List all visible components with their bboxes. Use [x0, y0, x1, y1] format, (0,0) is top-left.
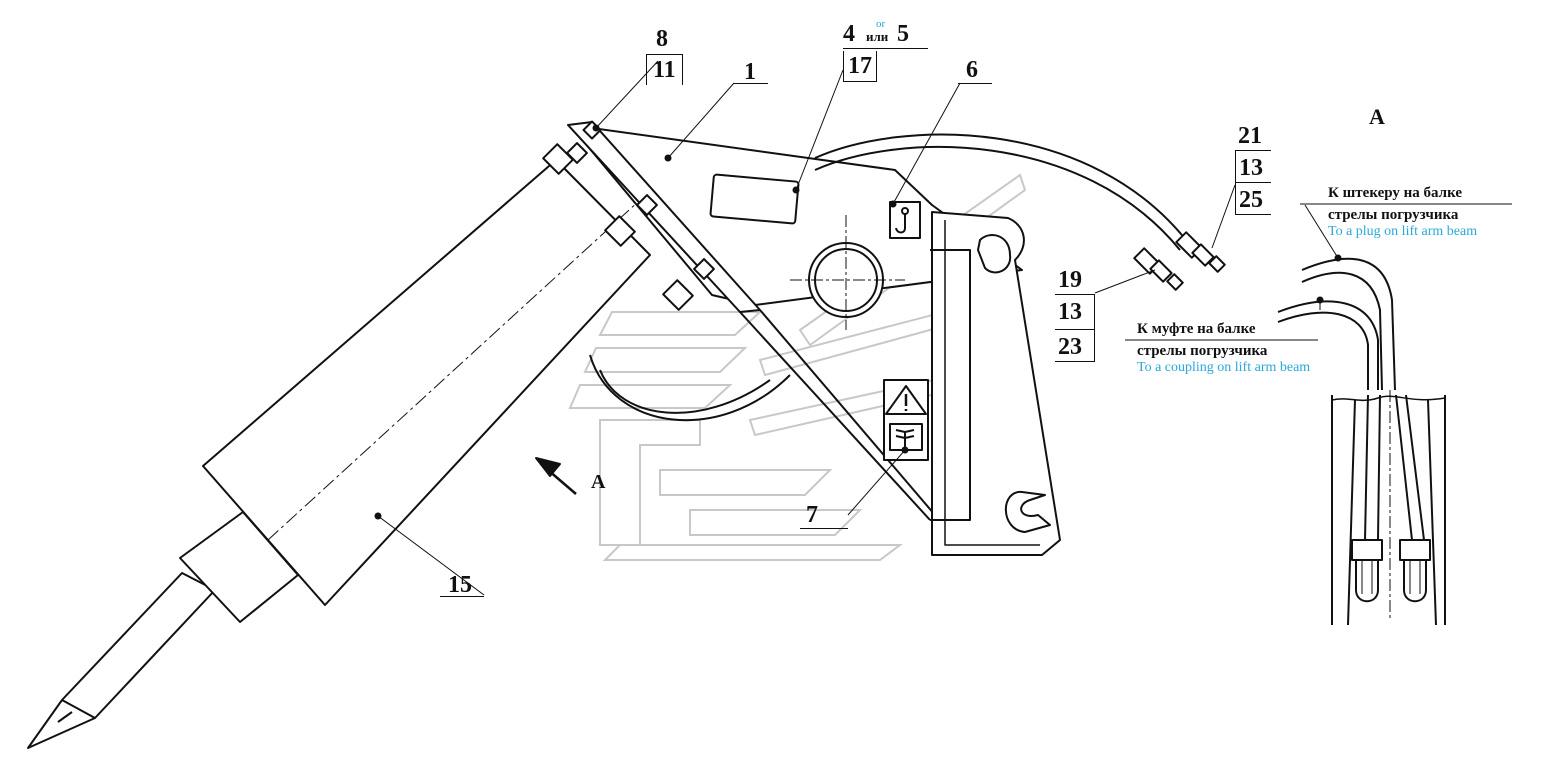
callout-17: 17 [843, 51, 877, 82]
body-centerline [267, 199, 641, 541]
detail-view-a [1277, 257, 1446, 626]
callout-8: 8 [656, 26, 668, 52]
callout-group-21: 21 13 25 [1235, 122, 1271, 215]
callout-or-ru: или [866, 29, 889, 44]
callout-6-line [958, 83, 992, 84]
quick-coupler-frame [930, 211, 1061, 556]
section-view-label: A [1369, 104, 1385, 129]
plug-note-en: To a plug on lift arm beam [1328, 224, 1478, 239]
coupling-note-ru-2: стрелы погрузчика [1137, 343, 1268, 359]
coupling-note-en: To a coupling on lift arm beam [1137, 360, 1311, 375]
warning-triangle-icon [885, 385, 927, 415]
view-arrow-label: A [591, 471, 606, 493]
coupling-note-ru-1: К муфте на балке [1137, 321, 1256, 337]
mounting-bolts [542, 120, 715, 311]
plug-note-ru-2: стрелы погрузчика [1328, 207, 1459, 223]
nameplate [709, 173, 800, 225]
callout-1: 1 [744, 59, 756, 85]
callout-6: 6 [966, 57, 978, 83]
callout-or-en: or [876, 18, 886, 30]
hydraulic-hoses [589, 133, 1191, 421]
view-direction-arrow [535, 457, 577, 495]
callout-4-line [843, 48, 928, 49]
hose-fittings [1133, 231, 1226, 291]
callout-7-line [800, 528, 848, 529]
callout-1-line [734, 83, 768, 84]
callout-7: 7 [806, 502, 818, 528]
chisel-tool [27, 572, 216, 749]
callout-5: 5 [897, 21, 909, 47]
callout-group-19: 19 13 23 [1055, 266, 1095, 362]
callout-4: 4 [843, 21, 855, 47]
callout-11: 11 [646, 54, 683, 85]
callout-15: 15 [448, 572, 472, 598]
plug-note-ru-1: К штекеру на балке [1328, 185, 1463, 201]
callout-15-line [440, 596, 484, 597]
leader-lines [377, 60, 1339, 596]
